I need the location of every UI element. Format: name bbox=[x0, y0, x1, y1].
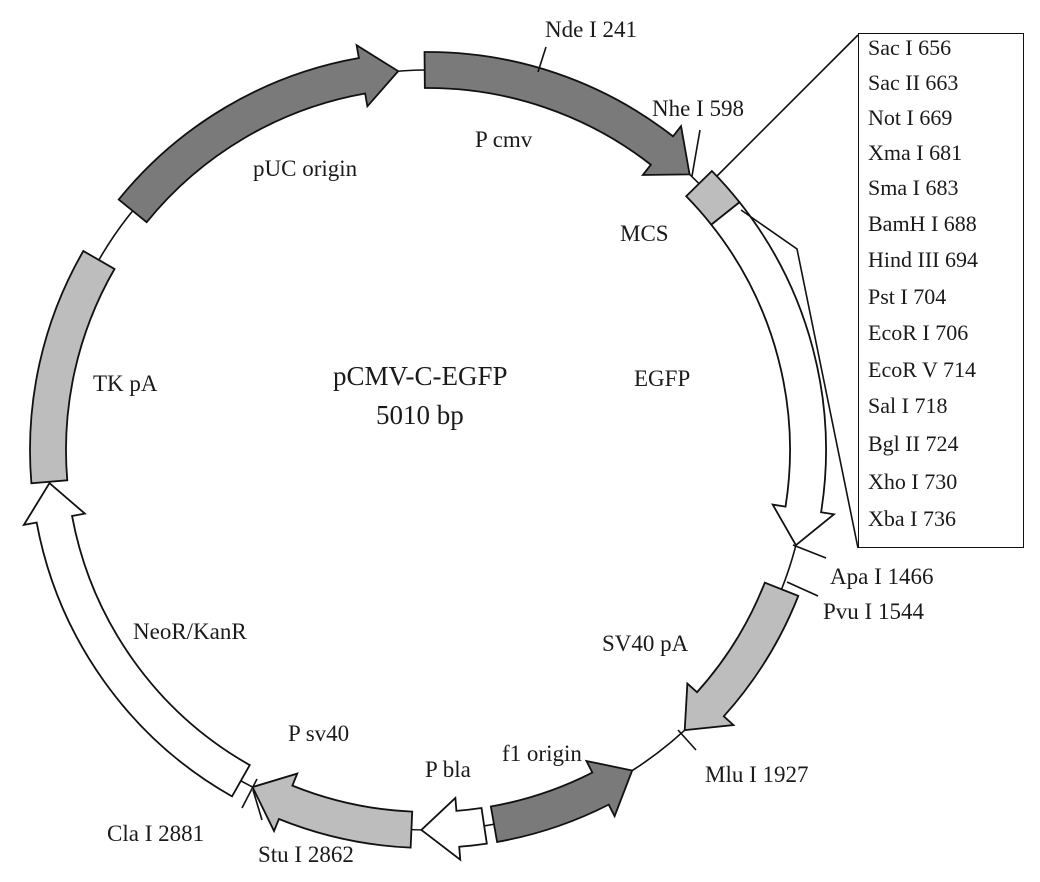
mcs-site-hind-iii: Hind III 694 bbox=[868, 247, 978, 272]
site-tick-apa bbox=[792, 544, 827, 559]
site-label-pvu: Pvu I 1544 bbox=[823, 599, 924, 624]
feature-sv40-pa bbox=[683, 581, 800, 732]
feature-f1-origin bbox=[489, 759, 634, 843]
mcs-site-sma-i: Sma I 683 bbox=[868, 175, 959, 200]
label-tk-pa: TK pA bbox=[93, 371, 158, 396]
mcs-site-bgl-ii: Bgl II 724 bbox=[868, 431, 959, 456]
plasmid-size: 5010 bp bbox=[376, 400, 464, 430]
feature-p-cmv bbox=[423, 51, 691, 176]
label-f1-origin: f1 origin bbox=[502, 741, 582, 766]
site-tick-cla bbox=[241, 778, 258, 809]
mcs-site-pst-i: Pst I 704 bbox=[868, 284, 947, 309]
label-p-bla: P bla bbox=[425, 757, 471, 782]
mcs-site-bamh-i: BamH I 688 bbox=[868, 211, 977, 236]
mcs-site-sac-i: Sac I 656 bbox=[868, 35, 952, 60]
mcs-site-xba-i: Xba I 736 bbox=[868, 506, 956, 531]
site-label-cla: Cla I 2881 bbox=[107, 821, 205, 846]
label-egfp: EGFP bbox=[634, 366, 691, 391]
mcs-site-ecor-v: EcoR V 714 bbox=[868, 357, 976, 382]
feature-p-bla bbox=[419, 795, 488, 862]
mcs-callout-line-top bbox=[716, 34, 859, 177]
mcs-site-sal-i: Sal I 718 bbox=[868, 393, 948, 418]
mcs-site-xma-i: Xma I 681 bbox=[868, 140, 963, 165]
site-tick-stu bbox=[252, 789, 263, 821]
label-p-sv40: P sv40 bbox=[288, 721, 350, 746]
mcs-site-xho-i: Xho I 730 bbox=[868, 469, 958, 494]
site-label-stu: Stu I 2862 bbox=[258, 842, 354, 867]
feature-puc-origin bbox=[117, 43, 400, 224]
label-sv40-pa: SV40 pA bbox=[602, 631, 689, 656]
mcs-callout-line-bottom bbox=[740, 209, 859, 549]
feature-neor-kanr bbox=[22, 481, 251, 798]
site-tick-nde bbox=[537, 46, 547, 73]
site-tick-pvu bbox=[786, 581, 819, 597]
site-label-nde: Nde I 241 bbox=[545, 17, 637, 42]
restriction-site-ticks bbox=[241, 46, 827, 821]
label-p-cmv: P cmv bbox=[475, 127, 533, 152]
feature-egfp bbox=[710, 200, 837, 547]
site-label-apa: Apa I 1466 bbox=[830, 564, 934, 589]
site-tick-mlu bbox=[677, 729, 697, 751]
site-label-nhe: Nhe I 598 bbox=[652, 96, 744, 121]
label-neor-kanr: NeoR/KanR bbox=[133, 619, 247, 644]
plasmid-name: pCMV-C-EGFP bbox=[333, 361, 508, 391]
site-label-mlu: Mlu I 1927 bbox=[705, 762, 809, 787]
feature-arcs bbox=[22, 43, 837, 862]
feature-p-sv40 bbox=[251, 772, 414, 849]
mcs-site-sac-ii: Sac II 663 bbox=[868, 70, 959, 95]
label-mcs: MCS bbox=[620, 221, 669, 246]
mcs-site-ecor-i: EcoR I 706 bbox=[868, 320, 969, 345]
mcs-site-not-i: Not I 669 bbox=[868, 105, 953, 130]
label-puc-origin: pUC origin bbox=[253, 156, 358, 181]
site-tick-nhe bbox=[691, 129, 701, 177]
feature-tk-pa bbox=[29, 249, 116, 485]
